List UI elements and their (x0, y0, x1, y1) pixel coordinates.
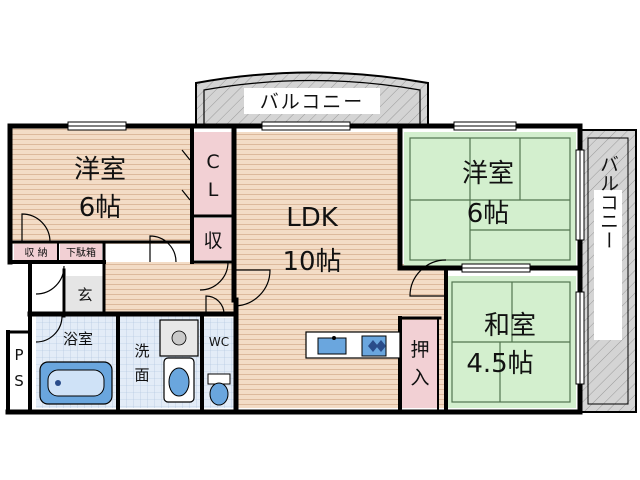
small-storage-floor (194, 218, 234, 260)
storage-left-floor (14, 244, 58, 260)
western-room-right-size: 6帖 (467, 199, 510, 229)
washbasin-icon (163, 357, 195, 403)
western-room-left-floor (12, 128, 192, 244)
cl-closet-label-1: C (206, 151, 219, 173)
western-room-right-floor (404, 132, 576, 266)
japanese-room-floor (446, 276, 576, 408)
oshiire-floor (402, 320, 438, 408)
bathtub-icon (39, 361, 113, 405)
washer-pan-icon (159, 319, 199, 357)
stove-icon (361, 335, 387, 357)
door-swing-entrance (35, 265, 65, 295)
balcony-top-label: バルコニー (260, 91, 365, 113)
oshiire-label-2: 入 (410, 367, 429, 389)
western-room-left-name: 洋室 (74, 155, 126, 185)
door-swing-bath (35, 315, 63, 343)
small-storage-label: 収 (203, 230, 222, 252)
toilet-icon (207, 373, 231, 406)
windows (67, 121, 585, 385)
bath-label: 浴室 (63, 330, 93, 348)
wc-label: WC (209, 335, 229, 349)
shoe-box-floor (60, 244, 102, 260)
door-swing-corridor (149, 235, 177, 263)
door-swing-left-room (21, 213, 51, 243)
balcony-top: バルコニー (195, 71, 429, 128)
washroom-label-2: 面 (134, 366, 149, 384)
balcony-right-label-bg (594, 190, 622, 340)
japanese-room-name: 和室 (484, 311, 536, 341)
door-swing-ldk (199, 261, 229, 291)
corridor-floor-2 (204, 262, 236, 312)
western-room-right-name: 洋室 (462, 159, 514, 189)
ps-label-1: P (14, 346, 23, 364)
shoe-box-label: 下駄箱 (66, 246, 96, 259)
ldk-name: LDK (286, 203, 339, 233)
ldk-size: 10帖 (282, 247, 341, 277)
balcony-right-label: バルコニー (597, 155, 619, 250)
ps-label-2: S (14, 372, 24, 390)
balcony-right: バルコニー (579, 129, 637, 413)
entrance-label: 玄 (77, 286, 92, 304)
storage-left-label: 収 納 (24, 246, 47, 259)
cl-closet-label-2: L (208, 179, 219, 201)
washroom-label-1: 洗 (134, 342, 149, 360)
cl-closet-floor (192, 132, 234, 216)
sink-icon (317, 337, 347, 355)
kitchen-counter (305, 331, 401, 359)
entrance-floor (66, 276, 104, 314)
japanese-room-size: 4.5帖 (466, 349, 533, 379)
balcony-top-label-bg (244, 88, 380, 114)
western-room-left-size: 6帖 (79, 193, 122, 223)
door-swing-japanese (409, 259, 447, 297)
oshiire-label-1: 押 (410, 339, 429, 361)
doors (21, 149, 447, 343)
